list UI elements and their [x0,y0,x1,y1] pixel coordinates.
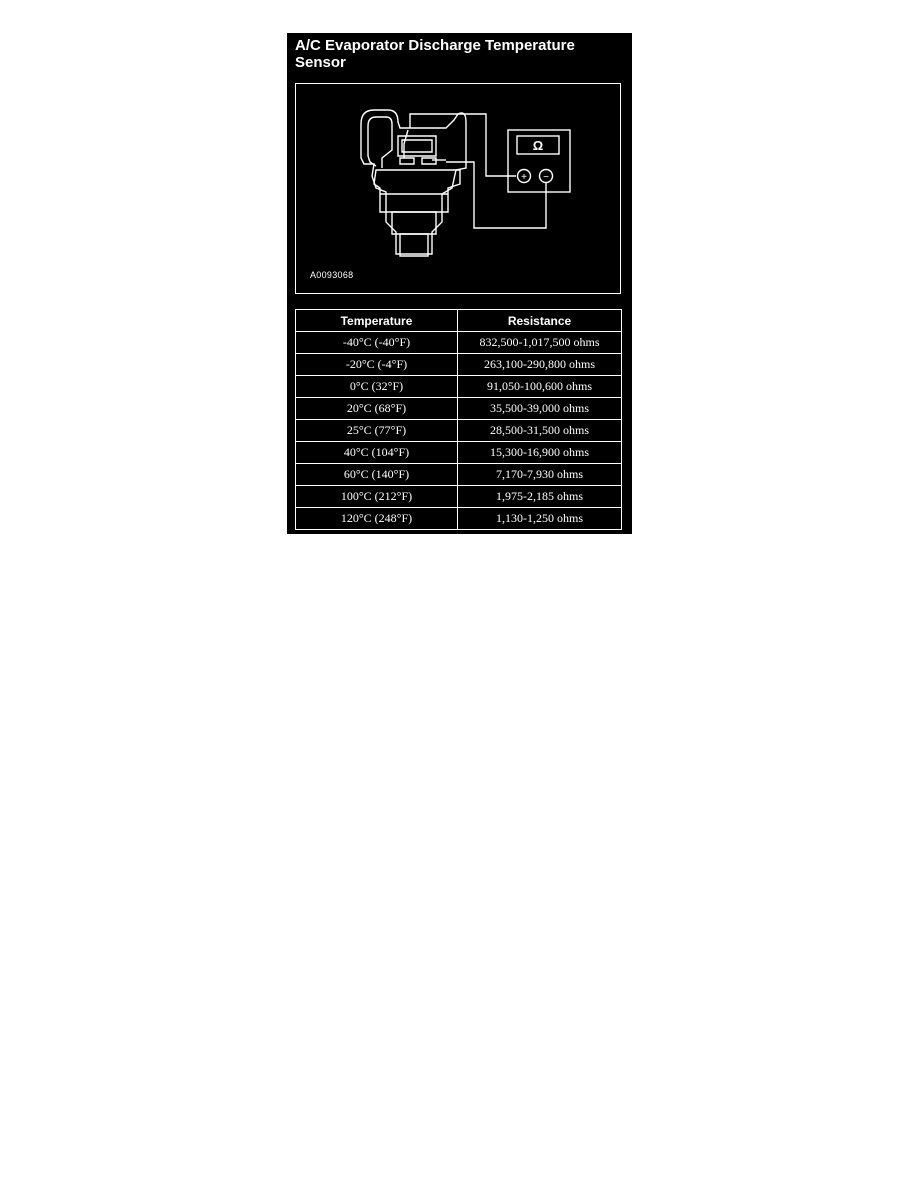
temperature-cell: 20°C (68°F) [295,397,458,420]
positive-label: + [521,172,527,183]
connector-inner [401,139,433,153]
sensor-tip [399,233,429,257]
table-row: 20°C (68°F) 35,500-39,000 ohms [295,397,622,420]
table-row: 25°C (77°F) 28,500-31,500 ohms [295,419,622,442]
connector-terminal-right [421,157,437,165]
ohmmeter-body [507,129,571,193]
resistance-cell: 1,130-1,250 ohms [457,507,622,530]
resistance-cell: 7,170-7,930 ohms [457,463,622,486]
ohmmeter-negative-terminal [538,168,554,184]
sensor-body [373,169,461,213]
resistance-cell: 1,975-2,185 ohms [457,485,622,508]
sensor-neck [391,211,437,235]
probe-lead-1 [403,129,409,158]
sensor-housing-outline [360,109,467,255]
temperature-cell: 120°C (248°F) [295,507,458,530]
wire-positive [409,113,516,177]
resistance-cell: 15,300-16,900 ohms [457,441,622,464]
negative-label: − [543,172,549,183]
wire-negative [446,161,547,229]
table-row: 100°C (212°F) 1,975-2,185 ohms [295,485,622,508]
ohmmeter-display [516,135,560,155]
connector-terminal-left [399,157,415,165]
figure-panel: A/C Evaporator Discharge Temperature Sen… [287,33,632,534]
temperature-cell: -20°C (-4°F) [295,353,458,376]
resistance-cell: 28,500-31,500 ohms [457,419,622,442]
sensor-housing-inner [367,116,393,168]
temperature-cell: 0°C (32°F) [295,375,458,398]
table-row: -40°C (-40°F) 832,500-1,017,500 ohms [295,331,622,354]
resistance-cell: 263,100-290,800 ohms [457,353,622,376]
temperature-resistance-table: Temperature Resistance -40°C (-40°F) 832… [295,309,622,530]
resistance-cell: 35,500-39,000 ohms [457,397,622,420]
table-header-row: Temperature Resistance [295,309,622,332]
document-title: A/C Evaporator Discharge Temperature Sen… [295,37,575,71]
table-row: 0°C (32°F) 91,050-100,600 ohms [295,375,622,398]
temperature-cell: 60°C (140°F) [295,463,458,486]
resistance-cell: 91,050-100,600 ohms [457,375,622,398]
table-row: 60°C (140°F) 7,170-7,930 ohms [295,463,622,486]
ohm-symbol: Ω [533,138,543,153]
table-row: 40°C (104°F) 15,300-16,900 ohms [295,441,622,464]
sensor-diagram-svg: Ω + − [360,109,571,257]
sensor-wiring-diagram: Ω + − A0093068 [295,83,621,294]
ohmmeter-positive-terminal [516,168,532,184]
header-resistance: Resistance [457,309,622,332]
header-temperature: Temperature [295,309,458,332]
resistance-cell: 832,500-1,017,500 ohms [457,331,622,354]
temperature-cell: 40°C (104°F) [295,441,458,464]
temperature-cell: -40°C (-40°F) [295,331,458,354]
temperature-cell: 100°C (212°F) [295,485,458,508]
table-row: -20°C (-4°F) 263,100-290,800 ohms [295,353,622,376]
figure-id: A0093068 [310,270,354,280]
connector-frame [397,135,437,157]
table-row: 120°C (248°F) 1,130-1,250 ohms [295,507,622,530]
temperature-cell: 25°C (77°F) [295,419,458,442]
